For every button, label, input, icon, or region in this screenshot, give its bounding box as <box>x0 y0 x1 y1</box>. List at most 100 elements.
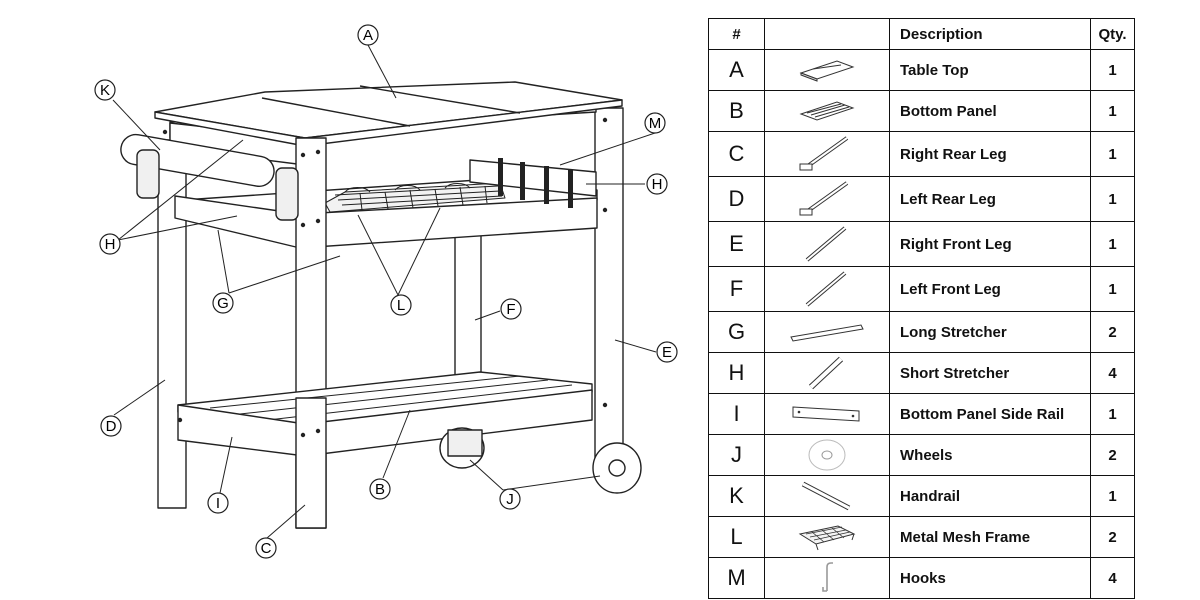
bottom-panel-icon <box>765 98 889 124</box>
part-description: Bottom Panel Side Rail <box>889 393 1091 435</box>
header-description: Description <box>889 18 1091 50</box>
part-id: C <box>708 131 765 177</box>
wheel-icon <box>765 437 889 473</box>
header-qty: Qty. <box>1090 18 1135 50</box>
part-id: J <box>708 434 765 476</box>
table-header-row: # Description Qty. <box>708 18 1135 50</box>
part-qty: 2 <box>1090 434 1135 476</box>
callout-e: E <box>656 341 678 363</box>
part-id: E <box>708 221 765 267</box>
part-id: D <box>708 176 765 222</box>
callout-h-left: H <box>99 233 121 255</box>
callout-j: J <box>499 488 521 510</box>
part-description: Long Stretcher <box>889 311 1091 353</box>
part-qty: 1 <box>1090 221 1135 267</box>
part-image <box>764 352 890 394</box>
part-qty: 1 <box>1090 475 1135 517</box>
callout-c: C <box>255 537 277 559</box>
part-description: Right Rear Leg <box>889 131 1091 177</box>
part-description: Left Rear Leg <box>889 176 1091 222</box>
cart-drawing <box>120 81 642 529</box>
part-image <box>764 266 890 312</box>
short-stretcher-icon <box>765 353 889 393</box>
part-qty: 2 <box>1090 311 1135 353</box>
part-description: Bottom Panel <box>889 90 1091 132</box>
part-qty: 2 <box>1090 516 1135 558</box>
rear-leg-icon <box>765 177 889 221</box>
part-image <box>764 475 890 517</box>
part-qty: 4 <box>1090 352 1135 394</box>
svg-text:M: M <box>649 115 662 132</box>
callout-b: B <box>369 478 391 500</box>
svg-text:D: D <box>106 418 117 435</box>
callout-a: A <box>357 24 379 46</box>
side-rail-icon <box>765 401 889 427</box>
part-image <box>764 393 890 435</box>
part-qty: 4 <box>1090 557 1135 599</box>
part-id: G <box>708 311 765 353</box>
front-leg-icon <box>765 267 889 311</box>
callout-m: M <box>644 112 666 134</box>
part-description: Left Front Leg <box>889 266 1091 312</box>
part-description: Table Top <box>889 49 1091 91</box>
hooks <box>498 158 573 208</box>
part-image <box>764 176 890 222</box>
part-image <box>764 90 890 132</box>
header-image <box>764 18 890 50</box>
part-image <box>764 516 890 558</box>
front-right-leg <box>594 107 624 464</box>
svg-text:F: F <box>506 301 515 318</box>
callout-d: D <box>100 415 122 437</box>
rear-leg-icon <box>765 132 889 176</box>
part-id: A <box>708 49 765 91</box>
part-description: Wheels <box>889 434 1091 476</box>
part-description: Metal Mesh Frame <box>889 516 1091 558</box>
callout-h-right: H <box>646 173 668 195</box>
part-image <box>764 557 890 599</box>
svg-text:J: J <box>506 491 514 508</box>
part-qty: 1 <box>1090 49 1135 91</box>
long-stretcher-icon <box>765 319 889 345</box>
handrail-bracket-left <box>136 149 160 199</box>
svg-text:L: L <box>397 297 405 314</box>
cart-exploded-diagram: A K M H H G L F E D B J I C <box>94 24 678 559</box>
svg-text:C: C <box>261 540 272 557</box>
handrail-bracket-right <box>275 167 299 221</box>
part-description: Hooks <box>889 557 1091 599</box>
part-id: K <box>708 475 765 517</box>
part-id: M <box>708 557 765 599</box>
part-image <box>764 311 890 353</box>
svg-text:E: E <box>662 344 672 361</box>
part-image <box>764 131 890 177</box>
part-image <box>764 49 890 91</box>
header-number: # <box>708 18 765 50</box>
part-image <box>764 221 890 267</box>
svg-text:H: H <box>105 236 116 253</box>
svg-text:I: I <box>216 495 220 512</box>
handrail <box>120 133 275 187</box>
svg-text:K: K <box>100 82 110 99</box>
part-id: L <box>708 516 765 558</box>
handrail-icon <box>765 478 889 514</box>
callout-f: F <box>500 298 522 320</box>
mesh-frame <box>324 182 506 213</box>
part-id: I <box>708 393 765 435</box>
front-leg-icon <box>765 222 889 266</box>
svg-text:B: B <box>375 481 385 498</box>
svg-text:G: G <box>217 295 229 312</box>
part-description: Right Front Leg <box>889 221 1091 267</box>
callout-k: K <box>94 79 116 101</box>
part-image <box>764 434 890 476</box>
callout-g: G <box>212 292 234 314</box>
